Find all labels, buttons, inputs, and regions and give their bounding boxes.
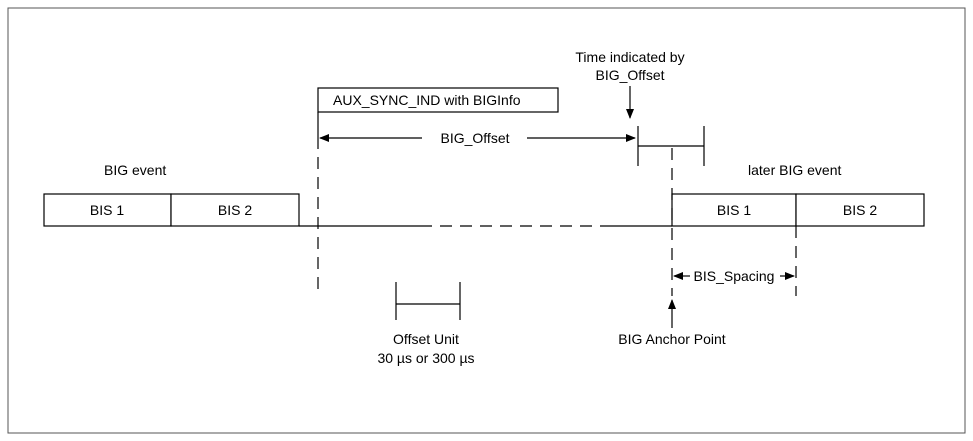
time-indicated-label-line2: BIG_Offset [596, 67, 665, 83]
aux-sync-ind-box [317, 87, 559, 113]
offset-unit-label-line2: 30 µs or 300 µs [377, 350, 474, 366]
anchor-point-label: BIG Anchor Point [618, 331, 726, 347]
later-bis1-label: BIS 1 [717, 202, 751, 218]
bis2-label: BIS 2 [218, 202, 252, 218]
later-bis2-box [795, 193, 925, 227]
time-indicated-label-line1: Time indicated by [575, 49, 684, 65]
big-event-label: BIG event [104, 162, 166, 178]
later-big-event-label: later BIG event [748, 162, 841, 178]
bis1-label: BIS 1 [90, 202, 124, 218]
offset-unit-label-line1: Offset Unit [393, 331, 459, 347]
bis-spacing-label: BIS_Spacing [694, 268, 775, 284]
bis1-box [43, 193, 172, 227]
aux-sync-ind-label: AUX_SYNC_IND with BIGInfo [333, 92, 521, 108]
later-bis2-label: BIS 2 [843, 202, 877, 218]
bis2-box [170, 193, 300, 227]
big-offset-label: BIG_Offset [441, 130, 510, 146]
